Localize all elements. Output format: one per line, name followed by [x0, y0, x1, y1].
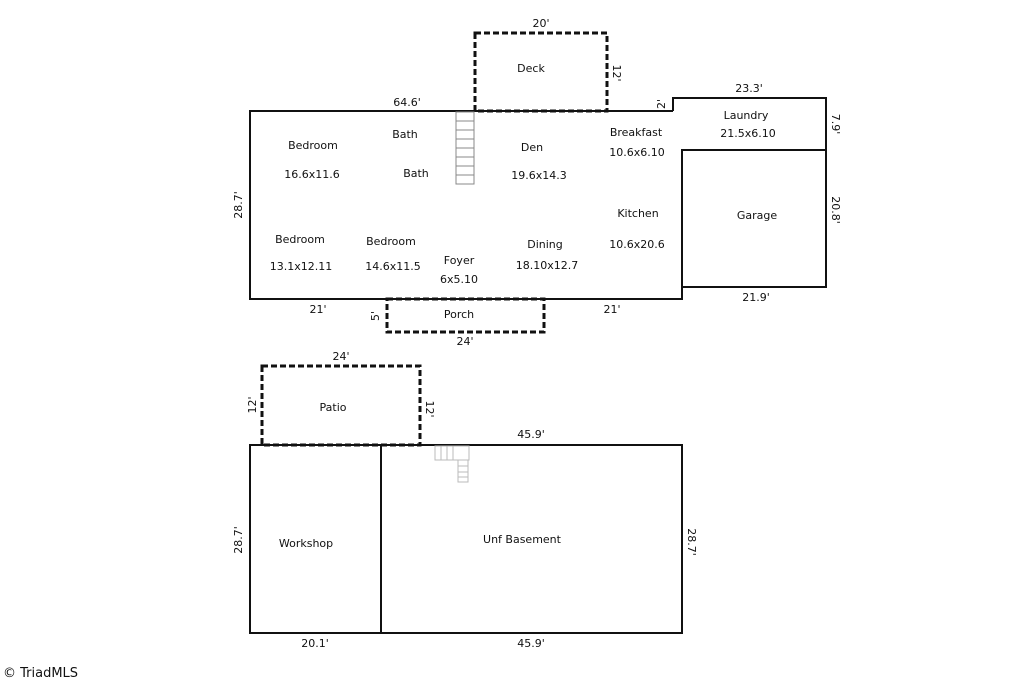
garage-wall: [681, 149, 826, 287]
dim-front-left: 21': [309, 303, 326, 316]
room-name-workshop: Workshop: [279, 537, 333, 550]
lower-floor: Patio Workshop Unf Basement 24' 12' 12' …: [232, 350, 698, 650]
room-name-dining: Dining: [527, 238, 563, 251]
dim-garage-width: 21.9': [742, 291, 770, 304]
dim-deck-depth: 12': [610, 64, 623, 81]
dim-depth-right: 28.7': [685, 528, 698, 556]
watermark-text: © TriadMLS: [3, 666, 78, 681]
room-name-kitchen: Kitchen: [617, 207, 658, 220]
room-size-bedroom-2: 13.1x12.11: [270, 260, 333, 273]
room-size-dining: 18.10x12.7: [516, 259, 579, 272]
room-name-den: Den: [521, 141, 543, 154]
dim-patio-depth-left: 12': [246, 396, 259, 413]
dim-porch-width: 24': [456, 335, 473, 348]
dim-depth-left: 28.7': [232, 526, 245, 554]
watermark: © TriadMLS: [3, 666, 78, 681]
dim-patio-width: 24': [332, 350, 349, 363]
room-name-laundry: Laundry: [724, 109, 769, 122]
room-name-breakfast: Breakfast: [610, 126, 663, 139]
dim-workshop-width: 20.1': [301, 637, 329, 650]
room-name-bedroom-2: Bedroom: [275, 233, 325, 246]
room-size-den: 19.6x14.3: [511, 169, 567, 182]
dim-porch-depth: 5': [369, 311, 382, 321]
room-name-bath-1: Bath: [392, 128, 418, 141]
dim-house-width: 64.6': [393, 96, 421, 109]
dim-front-right: 21': [603, 303, 620, 316]
dim-patio-depth-right: 12': [423, 400, 436, 417]
room-size-bedroom-3: 14.6x11.5: [365, 260, 421, 273]
room-name-patio: Patio: [320, 401, 347, 414]
stairs-down: [434, 445, 470, 483]
upper-floor: Deck Laundry 21.5x6.10 Bedroom 16.6x11.6…: [232, 17, 842, 348]
room-name-bath-2: Bath: [403, 167, 429, 180]
dim-basement-top-width: 45.9': [517, 428, 545, 441]
room-name-deck: Deck: [517, 62, 545, 75]
dim-laundry-width: 23.3': [735, 82, 763, 95]
dim-deck-width: 20': [532, 17, 549, 30]
room-name-porch: Porch: [444, 308, 474, 321]
room-size-laundry: 21.5x6.10: [720, 127, 776, 140]
dim-garage-depth: 20.8': [829, 196, 842, 224]
room-name-foyer: Foyer: [444, 254, 475, 267]
room-size-kitchen: 10.6x20.6: [609, 238, 665, 251]
room-size-breakfast: 10.6x6.10: [609, 146, 665, 159]
dim-step-offset: 2': [655, 99, 668, 109]
dim-house-depth: 28.7': [232, 191, 245, 219]
porch-outline: [385, 297, 546, 334]
room-name-basement: Unf Basement: [483, 533, 562, 546]
room-name-garage: Garage: [737, 209, 778, 222]
dim-basement-bottom-width: 45.9': [517, 637, 545, 650]
room-size-foyer: 6x5.10: [440, 273, 478, 286]
basement-outline: [249, 444, 683, 634]
room-size-bedroom-1: 16.6x11.6: [284, 168, 340, 181]
room-name-bedroom-1: Bedroom: [288, 139, 338, 152]
stairs-up: [455, 111, 475, 185]
dim-laundry-depth: 7.9': [829, 114, 842, 135]
room-name-bedroom-3: Bedroom: [366, 235, 416, 248]
